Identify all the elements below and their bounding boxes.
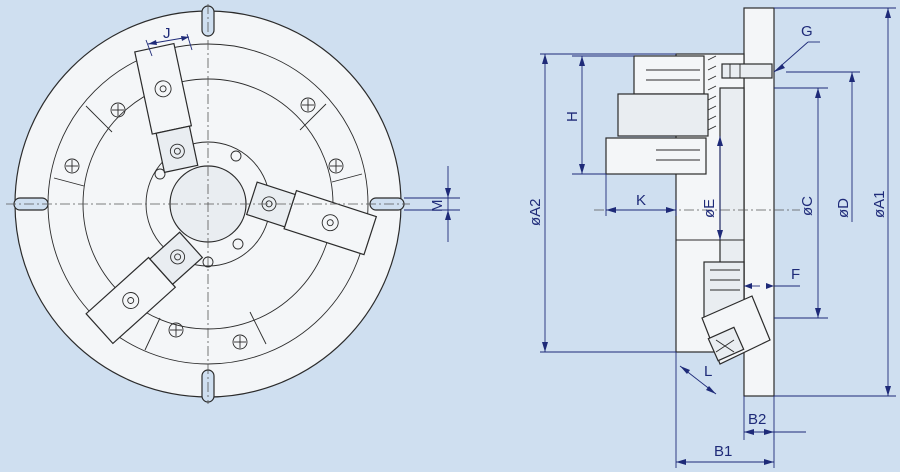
label-d: øD [835,198,852,218]
side-jaw-top [605,55,717,175]
dim-a2: øA2 [527,53,676,353]
jaw-right [245,181,378,256]
mount-bolt-holes [64,97,344,350]
dim-d: øD [786,71,860,222]
dim-g: G [773,23,820,73]
label-m: M [429,200,446,213]
dim-e: øE [701,136,723,240]
dim-l: L [679,363,717,395]
mount-screw-g [721,63,773,79]
label-b2: B2 [748,411,766,428]
jaw-top [134,42,199,174]
side-view: G H K øA2 [527,7,896,468]
label-b1: B1 [714,443,732,460]
label-f: F [791,266,800,283]
label-h: H [564,111,581,122]
label-g: G [801,23,813,40]
dim-c: øC [774,87,828,319]
label-e: øE [701,199,718,218]
dim-h: H [564,55,634,175]
label-k: K [636,192,646,209]
label-c: øC [799,196,816,216]
jaw-left [85,231,204,345]
label-j: J [163,25,171,42]
label-l: L [704,363,712,380]
side-jaw-bottom [701,261,771,365]
segment-dividers [53,103,363,351]
dim-b1: B1 [675,352,775,468]
dim-f: F [744,266,800,289]
dim-j: J [145,25,193,57]
dim-m: M [404,166,460,242]
dim-b2: B2 [743,396,806,440]
label-a1: øA1 [871,190,888,218]
label-a2: øA2 [527,198,544,226]
dim-a1: øA1 [774,7,896,397]
front-view: J M [6,4,460,404]
dim-k: K [605,174,677,216]
